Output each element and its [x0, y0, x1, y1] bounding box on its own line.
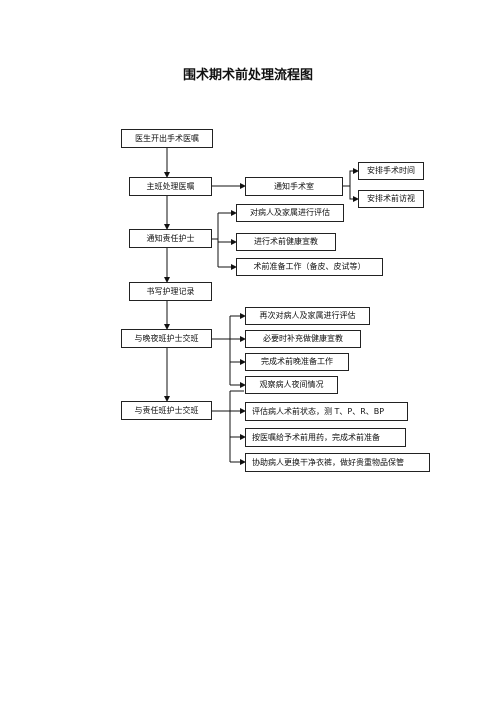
node-assess-patient: 对病人及家属进行评估: [236, 204, 344, 222]
node-reassess: 再次对病人及家属进行评估: [245, 307, 370, 325]
page-title: 围术期术前处理流程图: [182, 68, 313, 83]
node-preop-preparation: 术前准备工作（备皮、皮试等）: [236, 258, 383, 276]
node-preop-visit: 安排术前访视: [358, 190, 424, 208]
node-handover-night: 与晚夜班护士交班: [121, 329, 212, 348]
node-handover-responsible: 与责任班护士交班: [121, 401, 212, 420]
node-health-education: 进行术前健康宣教: [236, 233, 336, 251]
node-arrange-time: 安排手术时间: [358, 162, 424, 180]
node-doctor-order: 医生开出手术医嘱: [121, 129, 213, 148]
node-help-change-clothes: 协助病人更换干净衣裤，做好贵重物品保管: [245, 453, 430, 472]
node-notify-or: 通知手术室: [245, 177, 343, 196]
node-write-record: 书写护理记录: [129, 282, 212, 301]
node-observe-night: 观察病人夜间情况: [245, 376, 338, 394]
node-notify-responsible-nurse: 通知责任护士: [129, 229, 212, 248]
node-chief-nurse: 主班处理医嘱: [129, 177, 212, 196]
node-give-medication: 按医嘱给予术前用药，完成术前准备: [245, 428, 406, 447]
node-evaluate-state: 评估病人术前状态，测 T、P、R、BP: [245, 402, 408, 421]
node-complete-preparation: 完成术前晚准备工作: [245, 353, 349, 371]
node-supplement-education: 必要时补充做健康宣教: [245, 330, 361, 348]
